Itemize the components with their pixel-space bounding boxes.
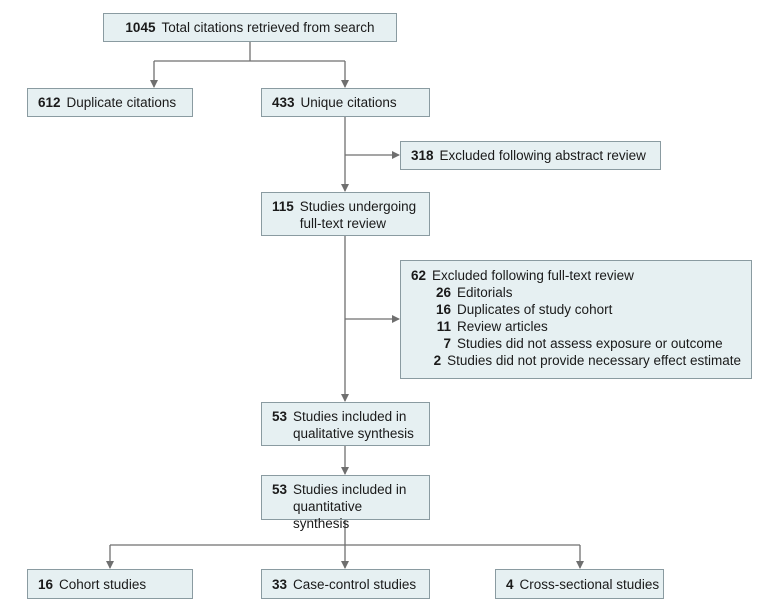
label-duplicates: Duplicate citations — [66, 95, 177, 110]
label-fulltext: Studies undergoing full-text review — [299, 199, 417, 231]
count-case-control: 33 — [272, 576, 288, 592]
exclusion-reason: 16 Duplicates of study cohort — [429, 301, 741, 318]
count-excluded-abstract: 318 — [411, 148, 434, 163]
exclusion-reason: 11 Review articles — [429, 318, 741, 335]
reason-count: 2 — [433, 353, 442, 368]
box-case-control-studies: 33 Case-control studies — [261, 569, 430, 599]
box-qualitative-synthesis: 53 Studies included in qualitative synth… — [261, 402, 430, 446]
exclusion-reason: 26 Editorials — [429, 284, 741, 301]
label-unique: Unique citations — [300, 95, 397, 110]
reason-label: Duplicates of study cohort — [457, 302, 613, 317]
reason-label: Studies did not provide necessary effect… — [447, 353, 741, 368]
box-cross-sectional-studies: 4 Cross-sectional studies — [495, 569, 664, 599]
exclusion-reason: 2 Studies did not provide necessary effe… — [429, 352, 741, 369]
label-quantitative: Studies included in quantitative synthes… — [293, 482, 407, 531]
excluded-fulltext-header: 62 Excluded following full-text review — [411, 267, 741, 284]
reason-count: 11 — [436, 319, 451, 334]
reason-count: 26 — [435, 285, 451, 300]
box-unique-citations: 433 Unique citations — [261, 88, 430, 117]
box-cohort-studies: 16 Cohort studies — [27, 569, 193, 599]
box-excluded-abstract: 318 Excluded following abstract review — [400, 141, 661, 170]
count-cohort: 16 — [38, 576, 54, 592]
label-cohort: Cohort studies — [59, 576, 147, 592]
box-excluded-fulltext: 62 Excluded following full-text review 2… — [400, 260, 752, 379]
label-total: Total citations retrieved from search — [161, 20, 375, 35]
reason-label: Studies did not assess exposure or outco… — [457, 336, 723, 351]
label-case-control: Case-control studies — [293, 576, 417, 592]
reason-count: 16 — [435, 302, 451, 317]
count-total: 1045 — [125, 20, 156, 35]
reason-count: 7 — [443, 336, 451, 351]
count-qualitative: 53 — [272, 409, 288, 424]
label-cross-sectional: Cross-sectional studies — [519, 576, 660, 592]
count-unique: 433 — [272, 95, 295, 110]
box-duplicate-citations: 612 Duplicate citations — [27, 88, 193, 117]
label-qualitative: Studies included in qualitative synthesi… — [293, 409, 414, 441]
reason-label: Editorials — [457, 285, 513, 300]
count-cross-sectional: 4 — [506, 576, 514, 592]
reason-label: Review articles — [457, 319, 548, 334]
box-quantitative-synthesis: 53 Studies included in quantitative synt… — [261, 475, 430, 531]
count-fulltext: 115 — [272, 199, 294, 214]
label-excluded-fulltext: Excluded following full-text review — [432, 268, 634, 283]
count-duplicates: 612 — [38, 95, 61, 110]
box-total-citations: 1045 Total citations retrieved from sear… — [103, 13, 397, 42]
box-fulltext-review: 115 Studies undergoing full-text review — [261, 192, 430, 236]
exclusion-reason: 7 Studies did not assess exposure or out… — [429, 335, 741, 352]
count-excluded-fulltext: 62 — [411, 268, 427, 283]
count-quantitative: 53 — [272, 482, 288, 497]
label-excluded-abstract: Excluded following abstract review — [439, 148, 646, 163]
